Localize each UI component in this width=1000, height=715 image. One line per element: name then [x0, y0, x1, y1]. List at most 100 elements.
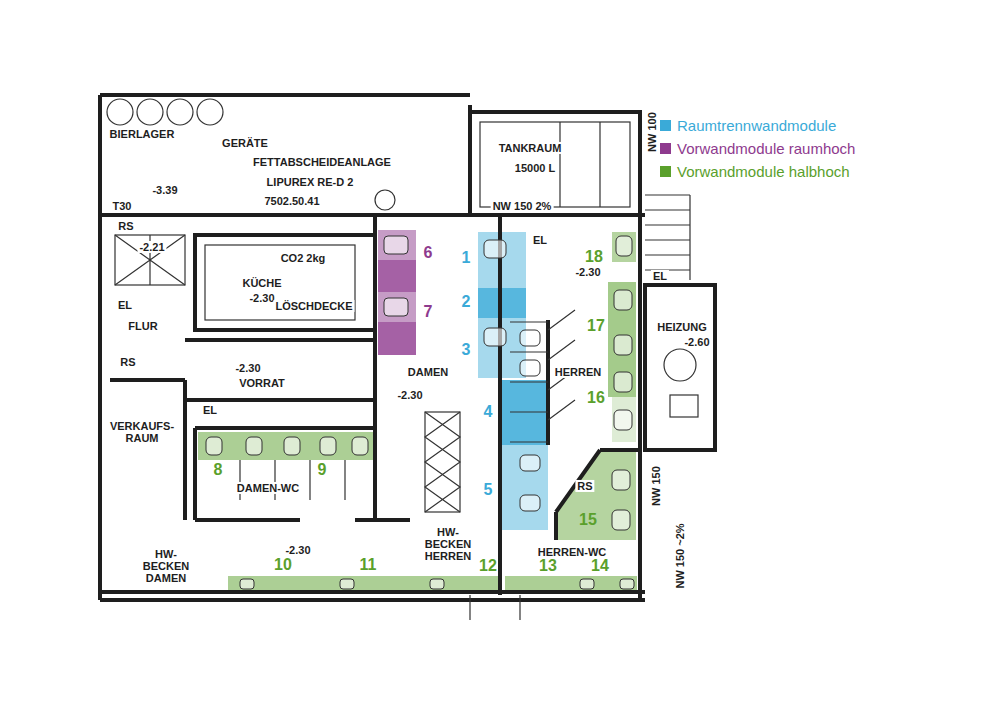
- room-label: DAMEN-WC: [235, 482, 301, 494]
- module-band: [470, 576, 500, 592]
- room-label: VERKAUFS- RAUM: [105, 420, 179, 444]
- fixture-symbol: [614, 290, 632, 310]
- callout-number: 5: [484, 481, 493, 499]
- room-label: NW 100: [646, 110, 658, 154]
- fixture-symbol: [614, 335, 632, 355]
- plan-detail: [480, 122, 630, 207]
- fixture-symbol: [620, 579, 634, 589]
- module-band: [378, 322, 416, 355]
- plan-detail: [645, 195, 690, 280]
- callout-number: 13: [539, 557, 557, 575]
- legend-text: Vorwandmodule raumhoch: [677, 140, 855, 157]
- fixture-symbol: [520, 360, 540, 376]
- room-label: BIERLAGER: [108, 128, 177, 140]
- fixture-symbol: [352, 437, 368, 455]
- wall: [645, 285, 715, 450]
- legend-entry: Raumtrennwandmodule: [660, 114, 855, 137]
- module-band: [498, 445, 548, 530]
- callout-number: 1: [462, 249, 471, 267]
- room-label: NW 150: [650, 464, 662, 508]
- fixture-symbol: [520, 495, 540, 511]
- wall: [100, 95, 715, 600]
- room-label: -2.30: [233, 362, 262, 374]
- fixture-symbol: [206, 437, 222, 455]
- room-label: -2.30: [395, 389, 424, 401]
- callout-number: 17: [587, 317, 605, 335]
- callout-number: 9: [318, 461, 327, 479]
- legend-entry: Vorwandmodule halbhoch: [660, 160, 855, 183]
- wall: [470, 112, 640, 215]
- room-label: GERÄTE: [220, 137, 270, 149]
- module-band: [612, 232, 636, 262]
- callout-number: 2: [462, 293, 471, 311]
- fixture-symbol: [484, 328, 506, 346]
- fixture-symbol: [320, 437, 336, 455]
- room-label: EL: [531, 234, 549, 246]
- room-label: -3.39: [150, 184, 179, 196]
- plan-detail: [375, 190, 395, 210]
- room-label: RS: [116, 220, 135, 232]
- room-label: CO2 2kg: [279, 252, 328, 264]
- room-label: NW 150 ~2%: [674, 521, 686, 590]
- plan-detail: [470, 595, 520, 620]
- module-band: [198, 230, 637, 592]
- legend-entry: Vorwandmodule raumhoch: [660, 137, 855, 160]
- fixture-symbol: [284, 437, 300, 455]
- room-label: VORRAT: [237, 377, 287, 389]
- callout-number: 14: [591, 557, 609, 575]
- module-band: [378, 260, 416, 292]
- room-label: EL: [651, 270, 669, 282]
- callout-number: 6: [424, 244, 433, 262]
- room-label: KÜCHE: [240, 277, 283, 289]
- legend-swatch: [660, 120, 671, 131]
- room-label: DAMEN: [406, 366, 450, 378]
- fixture-symbol: [612, 510, 630, 530]
- plan-detail: [560, 122, 600, 207]
- plan-detail: [197, 99, 223, 125]
- room-label: RS: [118, 356, 137, 368]
- fixture-symbol: [430, 579, 444, 589]
- fixture-symbol: [384, 236, 408, 254]
- plan-detail: [107, 99, 133, 125]
- wall: [375, 215, 640, 600]
- fixture-symbol: [484, 240, 506, 258]
- wall: [548, 320, 640, 540]
- fixture-symbol: [580, 579, 594, 589]
- plan-detail: [670, 395, 698, 417]
- plan-detail: [510, 322, 548, 442]
- fixture-symbol: [520, 330, 540, 346]
- room-label: 7502.50.41: [262, 195, 321, 207]
- module-band: [505, 576, 637, 592]
- wall: [100, 592, 645, 600]
- callout-number: 7: [424, 303, 433, 321]
- legend-text: Raumtrennwandmodule: [677, 117, 836, 134]
- plan-detail: [115, 235, 185, 285]
- callout-number: 12: [479, 557, 497, 575]
- room-label: HW-BECKEN DAMEN: [131, 548, 201, 584]
- plan-detail: [664, 349, 696, 381]
- legend-swatch: [660, 166, 671, 177]
- fixture-symbol: [520, 455, 540, 471]
- room-label: LÖSCHDECKE: [273, 300, 354, 312]
- room-label: 15000 L: [513, 162, 557, 174]
- module-band: [378, 230, 416, 260]
- callout-number: 3: [462, 341, 471, 359]
- room-label: EL: [201, 404, 219, 416]
- plan-detail: [115, 235, 185, 285]
- room-label: HERREN-WC: [536, 546, 608, 558]
- legend-text: Vorwandmodule halbhoch: [677, 163, 850, 180]
- plan-detail: [167, 99, 193, 125]
- wall: [100, 95, 645, 600]
- fixture-symbol: [612, 470, 630, 490]
- room-label: -2.30: [573, 266, 602, 278]
- room-label: T30: [111, 200, 134, 212]
- fixture-symbol: [384, 298, 408, 316]
- fixture-symbol: [206, 236, 634, 589]
- module-band: [612, 397, 636, 442]
- plan-detail: [425, 412, 460, 512]
- callout-number: 4: [484, 403, 493, 421]
- callout-number: 16: [587, 389, 605, 407]
- room-label: -2.30: [247, 292, 276, 304]
